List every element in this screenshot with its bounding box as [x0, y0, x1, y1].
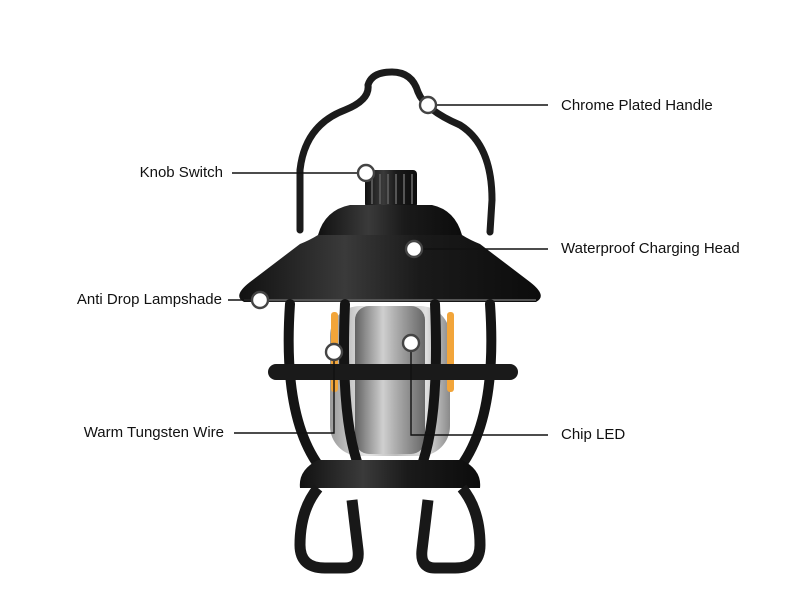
label-warm-tungsten-wire: Warm Tungsten Wire: [83, 424, 224, 441]
marker-charging-head: [404, 239, 424, 259]
handle: [296, 68, 496, 236]
cage: [283, 299, 497, 475]
marker-tungsten-wire: [324, 342, 344, 362]
label-chip-led: Chip LED: [561, 426, 626, 443]
base: [299, 460, 481, 488]
leader-tungsten-wire: [234, 352, 335, 434]
label-anti-drop-lampshade: Anti Drop Lampshade: [76, 291, 222, 308]
top-cap: [318, 205, 462, 235]
marker-chip-led: [401, 333, 421, 353]
marker-knob-switch: [356, 163, 376, 183]
marker-chrome-handle: [418, 95, 438, 115]
lampshade: [239, 235, 541, 302]
label-waterproof-charging-head: Waterproof Charging Head: [561, 240, 740, 257]
label-knob-switch: Knob Switch: [139, 164, 223, 181]
leader-chip-led: [410, 343, 548, 436]
knob: [365, 170, 417, 208]
label-chrome-plated-handle: Chrome Plated Handle: [561, 97, 713, 114]
marker-lampshade: [250, 290, 270, 310]
cage-ring: [268, 364, 518, 380]
feet: [294, 484, 486, 574]
